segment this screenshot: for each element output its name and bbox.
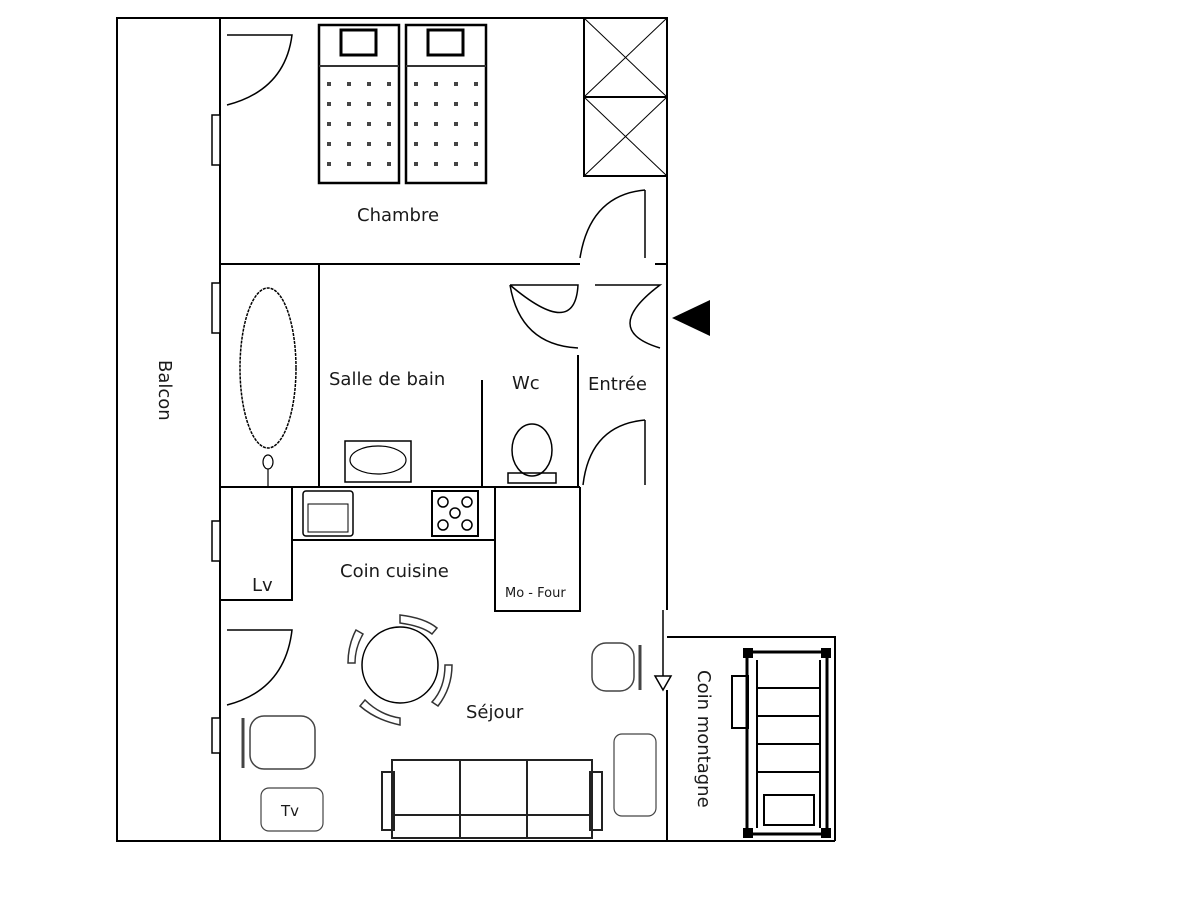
room-label-wc: Wc — [512, 373, 540, 394]
balcony-outline — [116, 17, 221, 842]
furniture-label-tv: Tv — [281, 802, 300, 820]
entry-arrow-icon — [672, 300, 710, 336]
room-label-mo-four: Mo - Four — [505, 586, 566, 601]
room-label-sejour: Séjour — [466, 702, 524, 723]
room-label-salle-de-bain: Salle de bain — [329, 369, 446, 390]
room-label-coin-cuisine: Coin cuisine — [340, 561, 449, 582]
room-label-coin-montagne: Coin montagne — [693, 670, 714, 808]
room-label-chambre: Chambre — [357, 205, 440, 226]
room-label-lv: Lv — [252, 575, 273, 596]
room-label-entree: Entrée — [588, 374, 647, 395]
room-label-balcon: Balcon — [154, 360, 175, 421]
